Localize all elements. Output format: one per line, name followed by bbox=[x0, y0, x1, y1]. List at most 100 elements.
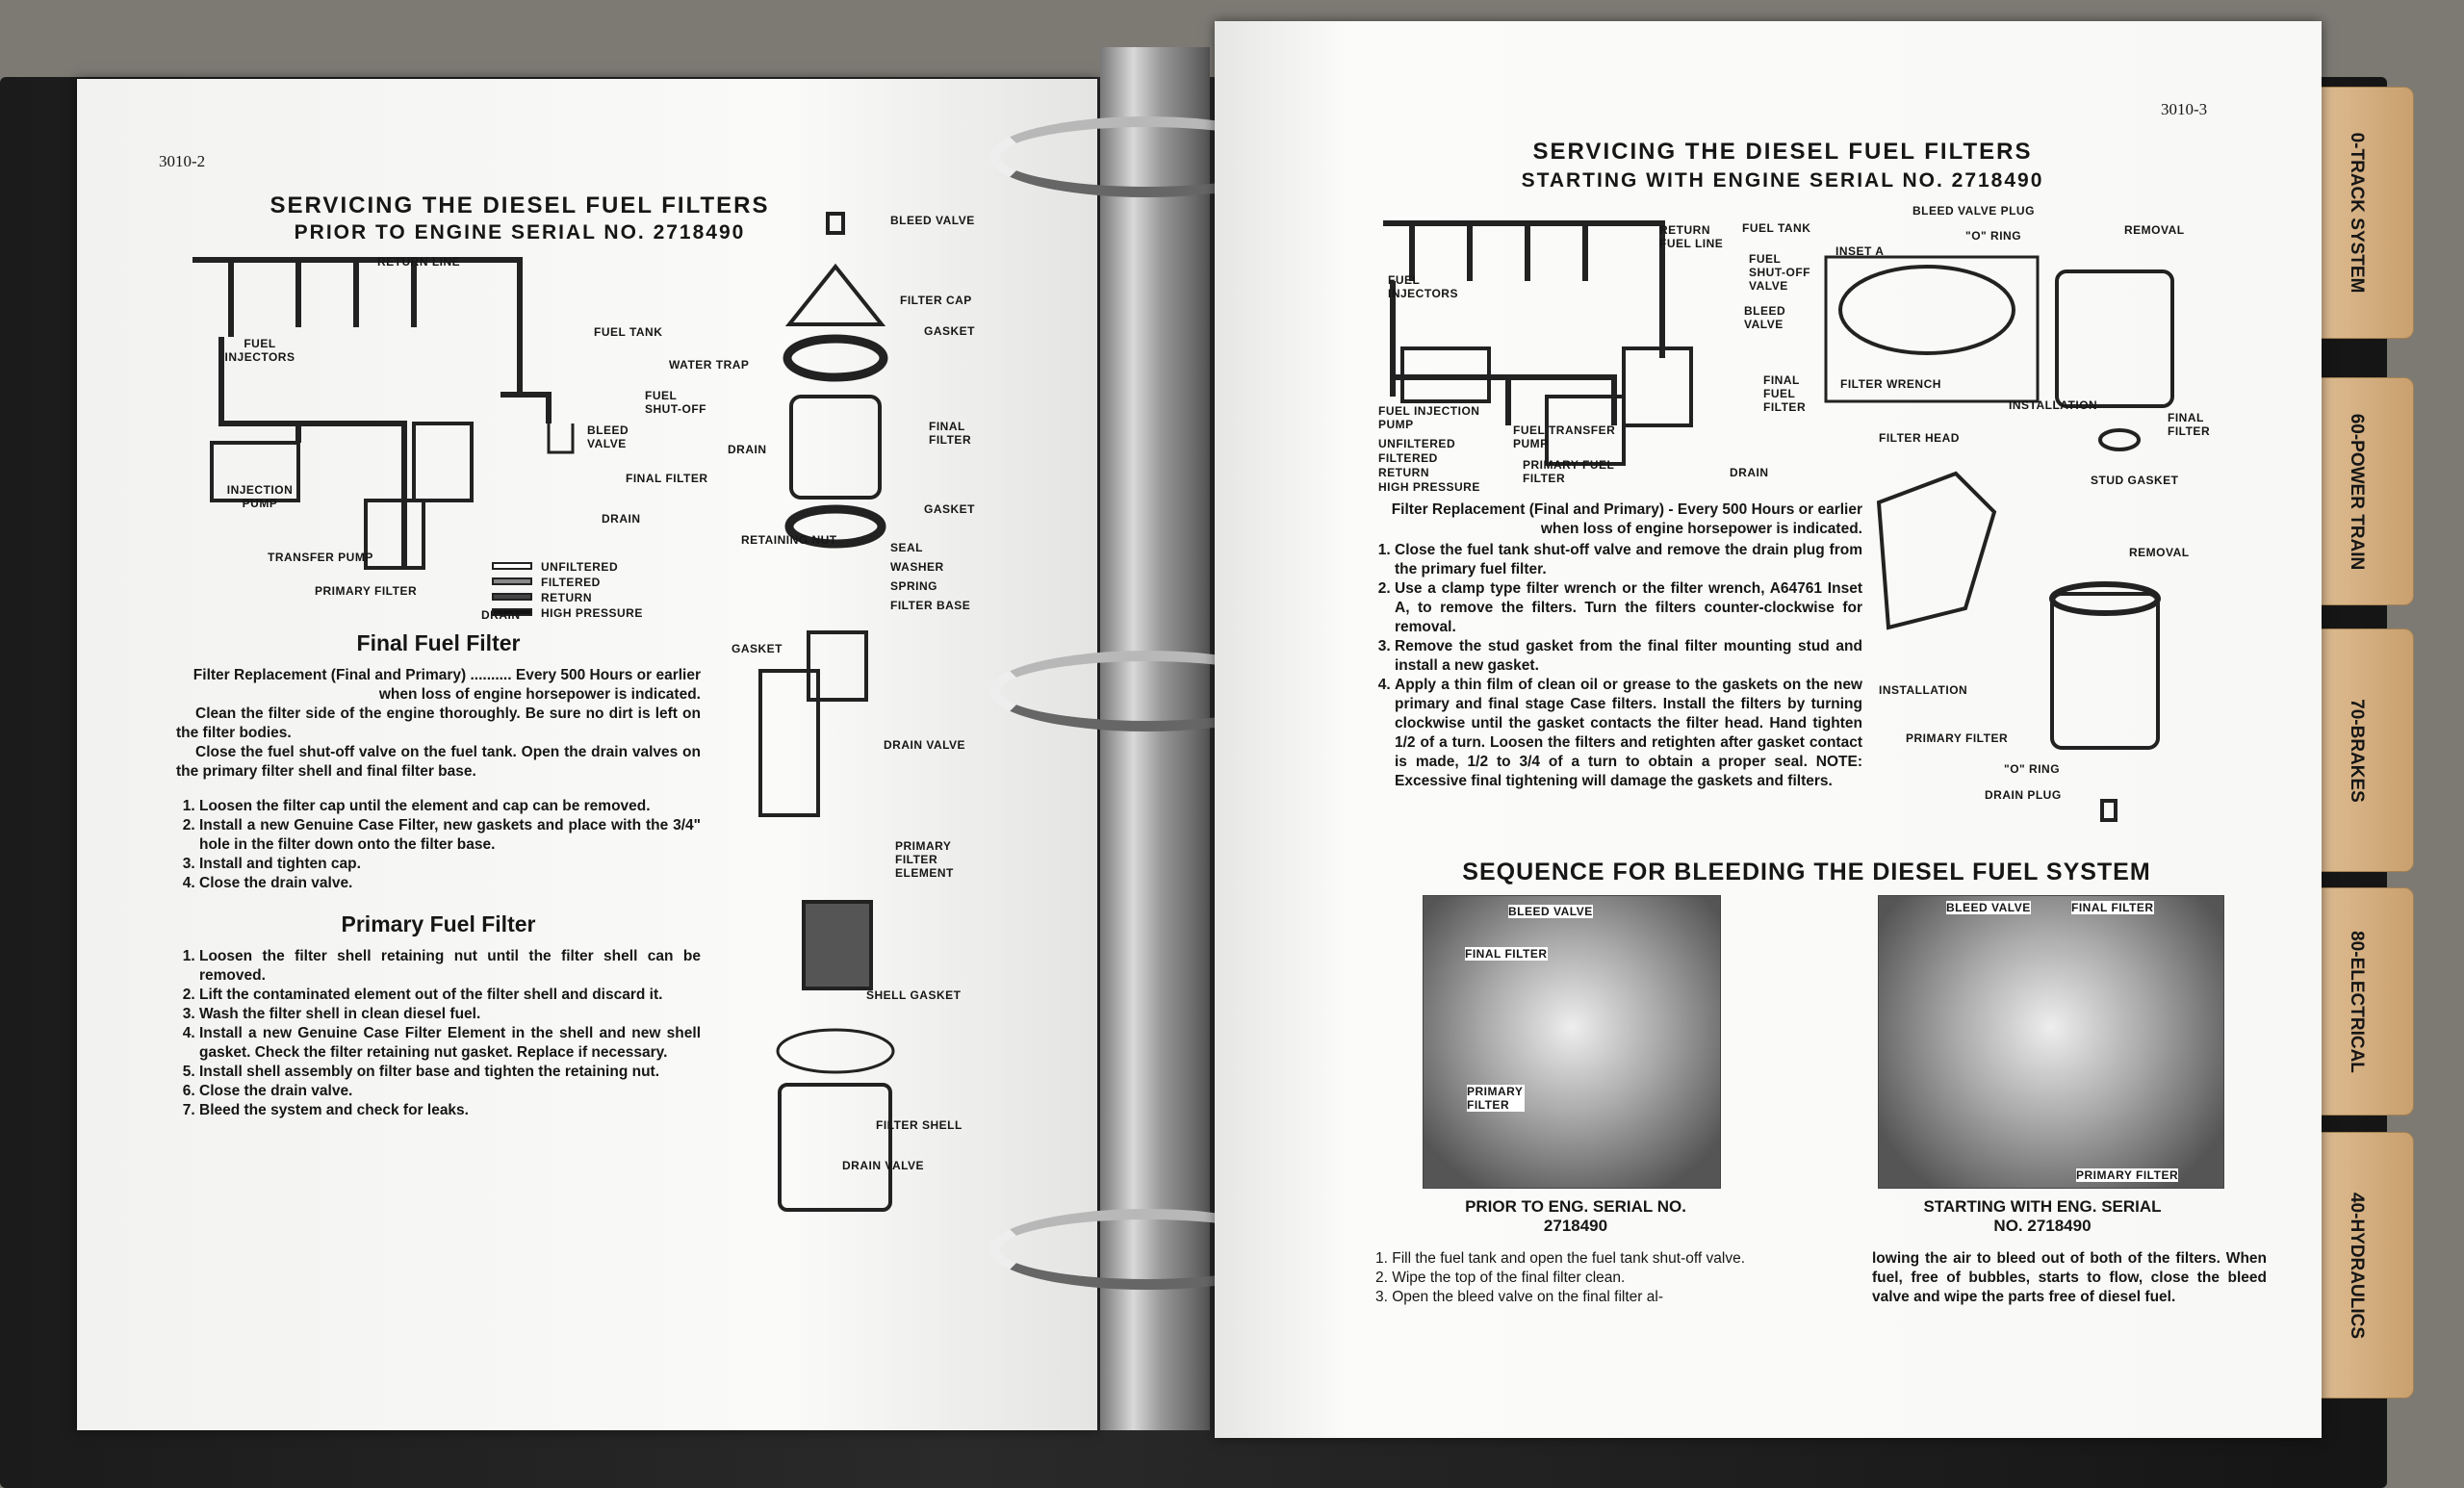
diagram-label: WATER TRAP bbox=[669, 358, 750, 372]
part-label: FILTER BASE bbox=[890, 599, 971, 612]
diagram-label: TRANSFER PUMP bbox=[268, 551, 373, 564]
figure-label: FILTER WRENCH bbox=[1840, 377, 1941, 391]
figure-label: INSTALLATION bbox=[1879, 683, 1968, 697]
paragraph: 1. Fill the fuel tank and open the fuel … bbox=[1375, 1250, 1746, 1267]
list-item: Close the fuel tank shut-off valve and r… bbox=[1395, 541, 1862, 579]
list-item: Loosen the filter shell retaining nut un… bbox=[199, 947, 701, 986]
diagram-label: FUEL TANK bbox=[1742, 221, 1811, 235]
part-label: DRAIN VALVE bbox=[842, 1159, 925, 1172]
part-label: WASHER bbox=[890, 560, 944, 574]
list-item: Lift the contaminated element out of the… bbox=[199, 986, 701, 1005]
list-item: Loosen the filter cap until the element … bbox=[199, 797, 701, 816]
legend-item: FILTERED bbox=[541, 576, 601, 589]
part-label: GASKET bbox=[924, 324, 976, 338]
diagram-label: FUEL SHUT-OFF VALVE bbox=[1749, 252, 1810, 293]
page-subtitle: PRIOR TO ENGINE SERIAL NO. 2718490 bbox=[294, 221, 746, 244]
list-item: Apply a thin film of clean oil or grease… bbox=[1395, 676, 1862, 791]
part-label: SEAL bbox=[890, 541, 924, 554]
figure-label: PRIMARY FILTER bbox=[1906, 731, 2009, 745]
diagram-label: BLEED VALVE bbox=[1744, 304, 1786, 331]
page-title: SERVICING THE DIESEL FUEL FILTERS bbox=[270, 192, 770, 218]
page-subtitle: STARTING WITH ENGINE SERIAL NO. 2718490 bbox=[1521, 169, 2044, 192]
part-label: FINAL FILTER bbox=[929, 420, 972, 447]
fuel-system-diagram bbox=[192, 257, 575, 616]
list-item: Bleed the system and check for leaks. bbox=[199, 1101, 701, 1120]
sequence-heading: SEQUENCE FOR BLEEDING THE DIESEL FUEL SY… bbox=[1462, 859, 2151, 885]
tab-label: 40-HYDRAULICS bbox=[2347, 1192, 2367, 1339]
legend-item: RETURN bbox=[1378, 466, 1429, 479]
tab-label: 60-POWER TRAIN bbox=[2347, 413, 2367, 570]
list-item: Use a clamp type filter wrench or the fi… bbox=[1395, 579, 1862, 637]
primary-filter-heading: Primary Fuel Filter bbox=[341, 911, 536, 936]
figure-label: REMOVAL bbox=[2124, 223, 2185, 237]
diagram-label: DRAIN bbox=[728, 443, 767, 456]
diagram-label: FUEL TRANSFER PUMP bbox=[1513, 423, 1616, 450]
final-filter-heading: Final Fuel Filter bbox=[356, 630, 521, 655]
part-label: GASKET bbox=[924, 502, 976, 516]
list-item: Install a new Genuine Case Filter Elemen… bbox=[199, 1024, 701, 1063]
primary-filter-steps: Loosen the filter shell retaining nut un… bbox=[176, 947, 701, 1120]
photo-label: BLEED VALVE bbox=[1508, 905, 1593, 918]
part-label: BLEED VALVE bbox=[890, 214, 975, 227]
diagram-label: PRIMARY FILTER bbox=[315, 584, 418, 598]
figure-label: DRAIN PLUG bbox=[1985, 788, 2062, 802]
diagram-label: FUEL TANK bbox=[594, 325, 663, 339]
tab-label: 80-ELECTRICAL bbox=[2347, 930, 2367, 1073]
figure-label: INSET A bbox=[1835, 244, 1885, 258]
diagram-label: DRAIN bbox=[1730, 466, 1769, 479]
diagram-label: FUEL INJECTORS bbox=[1388, 273, 1458, 300]
diagram-label: INJECTION PUMP bbox=[226, 483, 294, 510]
paragraph: Filter Replacement (Final and Primary) -… bbox=[1391, 501, 1862, 537]
photo-starting-serial bbox=[1878, 895, 2224, 1189]
tab-label: 0-TRACK SYSTEM bbox=[2347, 132, 2367, 294]
page-number: 3010-3 bbox=[2161, 100, 2208, 118]
figure-label: REMOVAL bbox=[2129, 546, 2190, 559]
diagram-label: DRAIN bbox=[481, 608, 521, 622]
paragraph: 2. Wipe the top of the final filter clea… bbox=[1375, 1270, 1626, 1286]
exploded-filter-illustration bbox=[758, 212, 895, 1212]
figure-label: BLEED VALVE PLUG bbox=[1912, 204, 2035, 218]
left-text-column: Final Fuel Filter Filter Replacement (Fi… bbox=[176, 629, 701, 1120]
photo-caption: STARTING WITH ENG. SERIAL NO. 2718490 bbox=[1923, 1197, 2162, 1235]
figure-label: FINAL FILTER bbox=[2168, 411, 2211, 438]
diagram-label: RETURN LINE bbox=[377, 255, 461, 269]
figure-label: "O" RING bbox=[1965, 229, 2022, 243]
legend-item: HIGH PRESSURE bbox=[1378, 480, 1480, 494]
diagram-label: DRAIN bbox=[602, 512, 641, 526]
part-label: GASKET bbox=[732, 642, 783, 655]
page-number: 3010-2 bbox=[159, 152, 206, 170]
paragraph: Close the fuel shut-off valve on the fue… bbox=[176, 744, 701, 780]
paragraph: 3. Open the bleed valve on the final fil… bbox=[1375, 1289, 1663, 1305]
legend-item: FILTERED bbox=[1378, 451, 1438, 465]
list-item: Wash the filter shell in clean diesel fu… bbox=[199, 1005, 701, 1024]
diagram-label: PRIMARY FUEL FILTER bbox=[1523, 458, 1615, 485]
list-item: Close the drain valve. bbox=[199, 1082, 701, 1101]
part-label: PRIMARY FILTER ELEMENT bbox=[895, 839, 954, 880]
list-item: Install shell assembly on filter base an… bbox=[199, 1063, 701, 1082]
part-label: FILTER CAP bbox=[900, 294, 972, 307]
diagram-label: FINAL FUEL FILTER bbox=[1763, 373, 1807, 414]
list-item: Install a new Genuine Case Filter, new g… bbox=[199, 816, 701, 855]
legend-item: RETURN bbox=[541, 591, 592, 604]
figure-label: "O" RING bbox=[2004, 762, 2061, 776]
photo-label: FINAL FILTER bbox=[2071, 901, 2154, 914]
final-filter-steps: Loosen the filter cap until the element … bbox=[176, 797, 701, 893]
photo-label: PRIMARY FILTER bbox=[1467, 1085, 1525, 1112]
binder-spine-mechanism bbox=[1100, 47, 1210, 1430]
photo-label: FINAL FILTER bbox=[1465, 947, 1548, 961]
photo-label: PRIMARY FILTER bbox=[2076, 1168, 2179, 1182]
fuel-system-diagram bbox=[1383, 220, 1693, 466]
diagram-label: FUEL SHUT-OFF bbox=[645, 389, 706, 416]
filter-replacement-figures bbox=[1824, 255, 2174, 822]
part-label: DRAIN VALVE bbox=[884, 738, 966, 752]
photo-caption: PRIOR TO ENG. SERIAL NO. 2718490 bbox=[1465, 1197, 1686, 1235]
list-item: Close the drain valve. bbox=[199, 874, 701, 893]
legend-item: UNFILTERED bbox=[541, 560, 619, 574]
figure-label: STUD GASKET bbox=[2091, 474, 2179, 487]
diagram-label: FUEL INJECTORS bbox=[224, 337, 295, 364]
part-label: SHELL GASKET bbox=[866, 988, 962, 1002]
paragraph: Filter Replacement (Final and Primary) .… bbox=[192, 667, 701, 703]
part-label: RETAINING NUT bbox=[741, 533, 837, 547]
tab-label: 70-BRAKES bbox=[2347, 698, 2367, 803]
figure-label: FILTER HEAD bbox=[1879, 431, 1960, 445]
